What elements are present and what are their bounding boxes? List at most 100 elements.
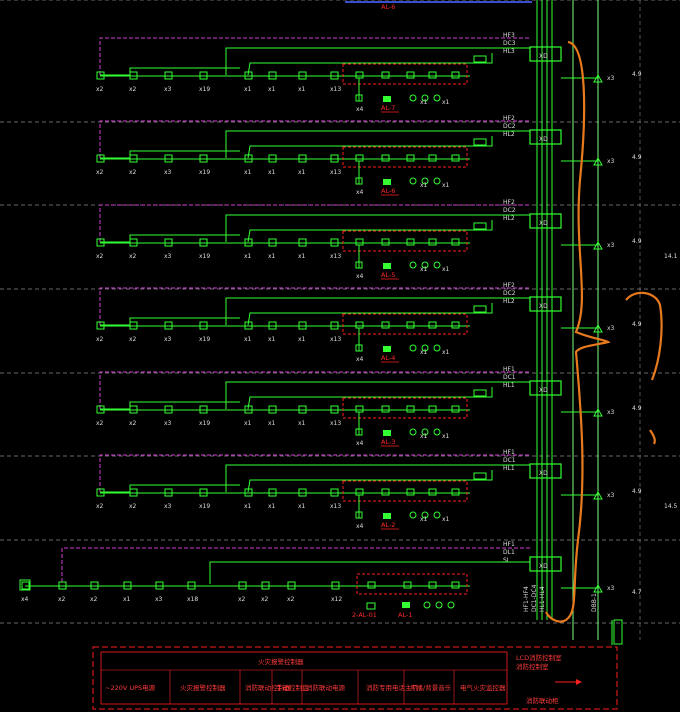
device-count: x18 bbox=[187, 596, 198, 603]
device-count: x1 bbox=[268, 169, 276, 176]
al-block bbox=[383, 513, 391, 519]
device-count: x1 bbox=[298, 169, 306, 176]
al-label: AL-1 bbox=[398, 611, 412, 619]
device-symbol bbox=[268, 154, 277, 163]
xd-box bbox=[529, 213, 562, 229]
device-count: x1 bbox=[244, 253, 252, 260]
xd-box bbox=[529, 46, 562, 62]
device-symbol bbox=[298, 488, 307, 497]
floor-height: 4.7 bbox=[632, 589, 642, 596]
device-symbol bbox=[199, 405, 208, 414]
module-symbol bbox=[428, 154, 437, 162]
device-count: x2 bbox=[238, 596, 246, 603]
device-count: x2 bbox=[287, 596, 295, 603]
magenta-loop bbox=[99, 287, 530, 325]
riser-label: HL1-HL4 bbox=[539, 586, 546, 612]
device-count: x19 bbox=[199, 86, 210, 93]
xd-box bbox=[529, 463, 562, 479]
device-symbol bbox=[96, 238, 105, 247]
magenta-loop bbox=[99, 120, 530, 158]
bell-symbol bbox=[421, 261, 429, 269]
module-symbol bbox=[406, 71, 415, 79]
legend-title: 火灾报警控制器 bbox=[258, 657, 304, 666]
magenta-loop bbox=[99, 37, 530, 75]
bell-symbol bbox=[435, 601, 443, 609]
device-count: x13 bbox=[330, 336, 341, 343]
legend-cell: 火灾报警控制器 bbox=[180, 683, 226, 692]
hl-label: HL2 bbox=[503, 215, 515, 222]
xd-box bbox=[529, 296, 562, 312]
speaker-symbol bbox=[593, 490, 603, 500]
device-count: x3 bbox=[164, 169, 172, 176]
module-symbol bbox=[428, 71, 437, 79]
device-symbol bbox=[244, 488, 253, 497]
device-count: x2 bbox=[96, 86, 104, 93]
legend-cell: 消防联动控制器 bbox=[245, 683, 291, 692]
bell-symbol bbox=[421, 177, 429, 185]
device-symbol bbox=[268, 488, 277, 497]
extra-count: x4 bbox=[356, 440, 364, 447]
legend-cell: ~220V UPS电源 bbox=[105, 683, 156, 692]
hl-label: HL3 bbox=[503, 48, 515, 55]
device-count: x1 bbox=[298, 503, 306, 510]
dc-label: DL1 bbox=[503, 549, 515, 556]
device-symbol bbox=[330, 488, 339, 497]
device-symbol bbox=[330, 154, 339, 163]
module-box bbox=[356, 573, 468, 595]
module-box bbox=[342, 480, 468, 502]
bell-symbol bbox=[409, 344, 417, 352]
device-count: x2 bbox=[129, 420, 137, 427]
hl-label: HL2 bbox=[503, 298, 515, 305]
device-count: x2 bbox=[129, 503, 137, 510]
device-count: x2 bbox=[58, 596, 66, 603]
dc-label: DC2 bbox=[503, 207, 516, 214]
device-symbol bbox=[96, 154, 105, 163]
device-count: x13 bbox=[330, 86, 341, 93]
module-symbol bbox=[381, 71, 390, 79]
device-count: x13 bbox=[330, 253, 341, 260]
module-symbol bbox=[403, 581, 412, 589]
speaker-symbol bbox=[593, 240, 603, 250]
module-symbol bbox=[355, 154, 364, 162]
device-symbol bbox=[96, 71, 105, 80]
extra-count: x4 bbox=[356, 356, 364, 363]
device-count: x12 bbox=[331, 596, 342, 603]
module-symbol bbox=[451, 488, 460, 496]
hand-annotations bbox=[545, 40, 663, 623]
magenta-loop bbox=[61, 547, 530, 582]
device-count: x1 bbox=[123, 596, 131, 603]
module-symbol bbox=[355, 321, 364, 329]
device-count: x13 bbox=[330, 169, 341, 176]
module-symbol bbox=[406, 488, 415, 496]
bus-line bbox=[225, 297, 530, 325]
dc-label: DC1 bbox=[503, 374, 516, 381]
device-symbol bbox=[330, 405, 339, 414]
hl-label: HL2 bbox=[503, 131, 515, 138]
module-symbol bbox=[451, 238, 460, 246]
speaker-count: x3 bbox=[607, 75, 615, 82]
top-label: AL-6 bbox=[381, 3, 395, 11]
hf-label: HF3 bbox=[503, 32, 515, 39]
extra-count: x1 bbox=[442, 99, 450, 106]
device-symbol bbox=[164, 488, 173, 497]
device-count: x1 bbox=[244, 503, 252, 510]
device-count: x1 bbox=[244, 420, 252, 427]
bus-line bbox=[247, 470, 493, 493]
bus-line bbox=[225, 47, 530, 75]
device-symbol bbox=[164, 321, 173, 330]
floor-height: 4.9 bbox=[632, 321, 642, 328]
device-count: x2 bbox=[90, 596, 98, 603]
al-block bbox=[402, 602, 410, 608]
device-count: x19 bbox=[199, 169, 210, 176]
legend-right-sub: 消防控制室 bbox=[516, 662, 549, 671]
speaker-symbol bbox=[593, 407, 603, 417]
riser-terminal bbox=[613, 619, 623, 645]
speaker-symbol bbox=[593, 583, 603, 593]
legend-right-title: LCD消防控制室 bbox=[516, 653, 562, 662]
